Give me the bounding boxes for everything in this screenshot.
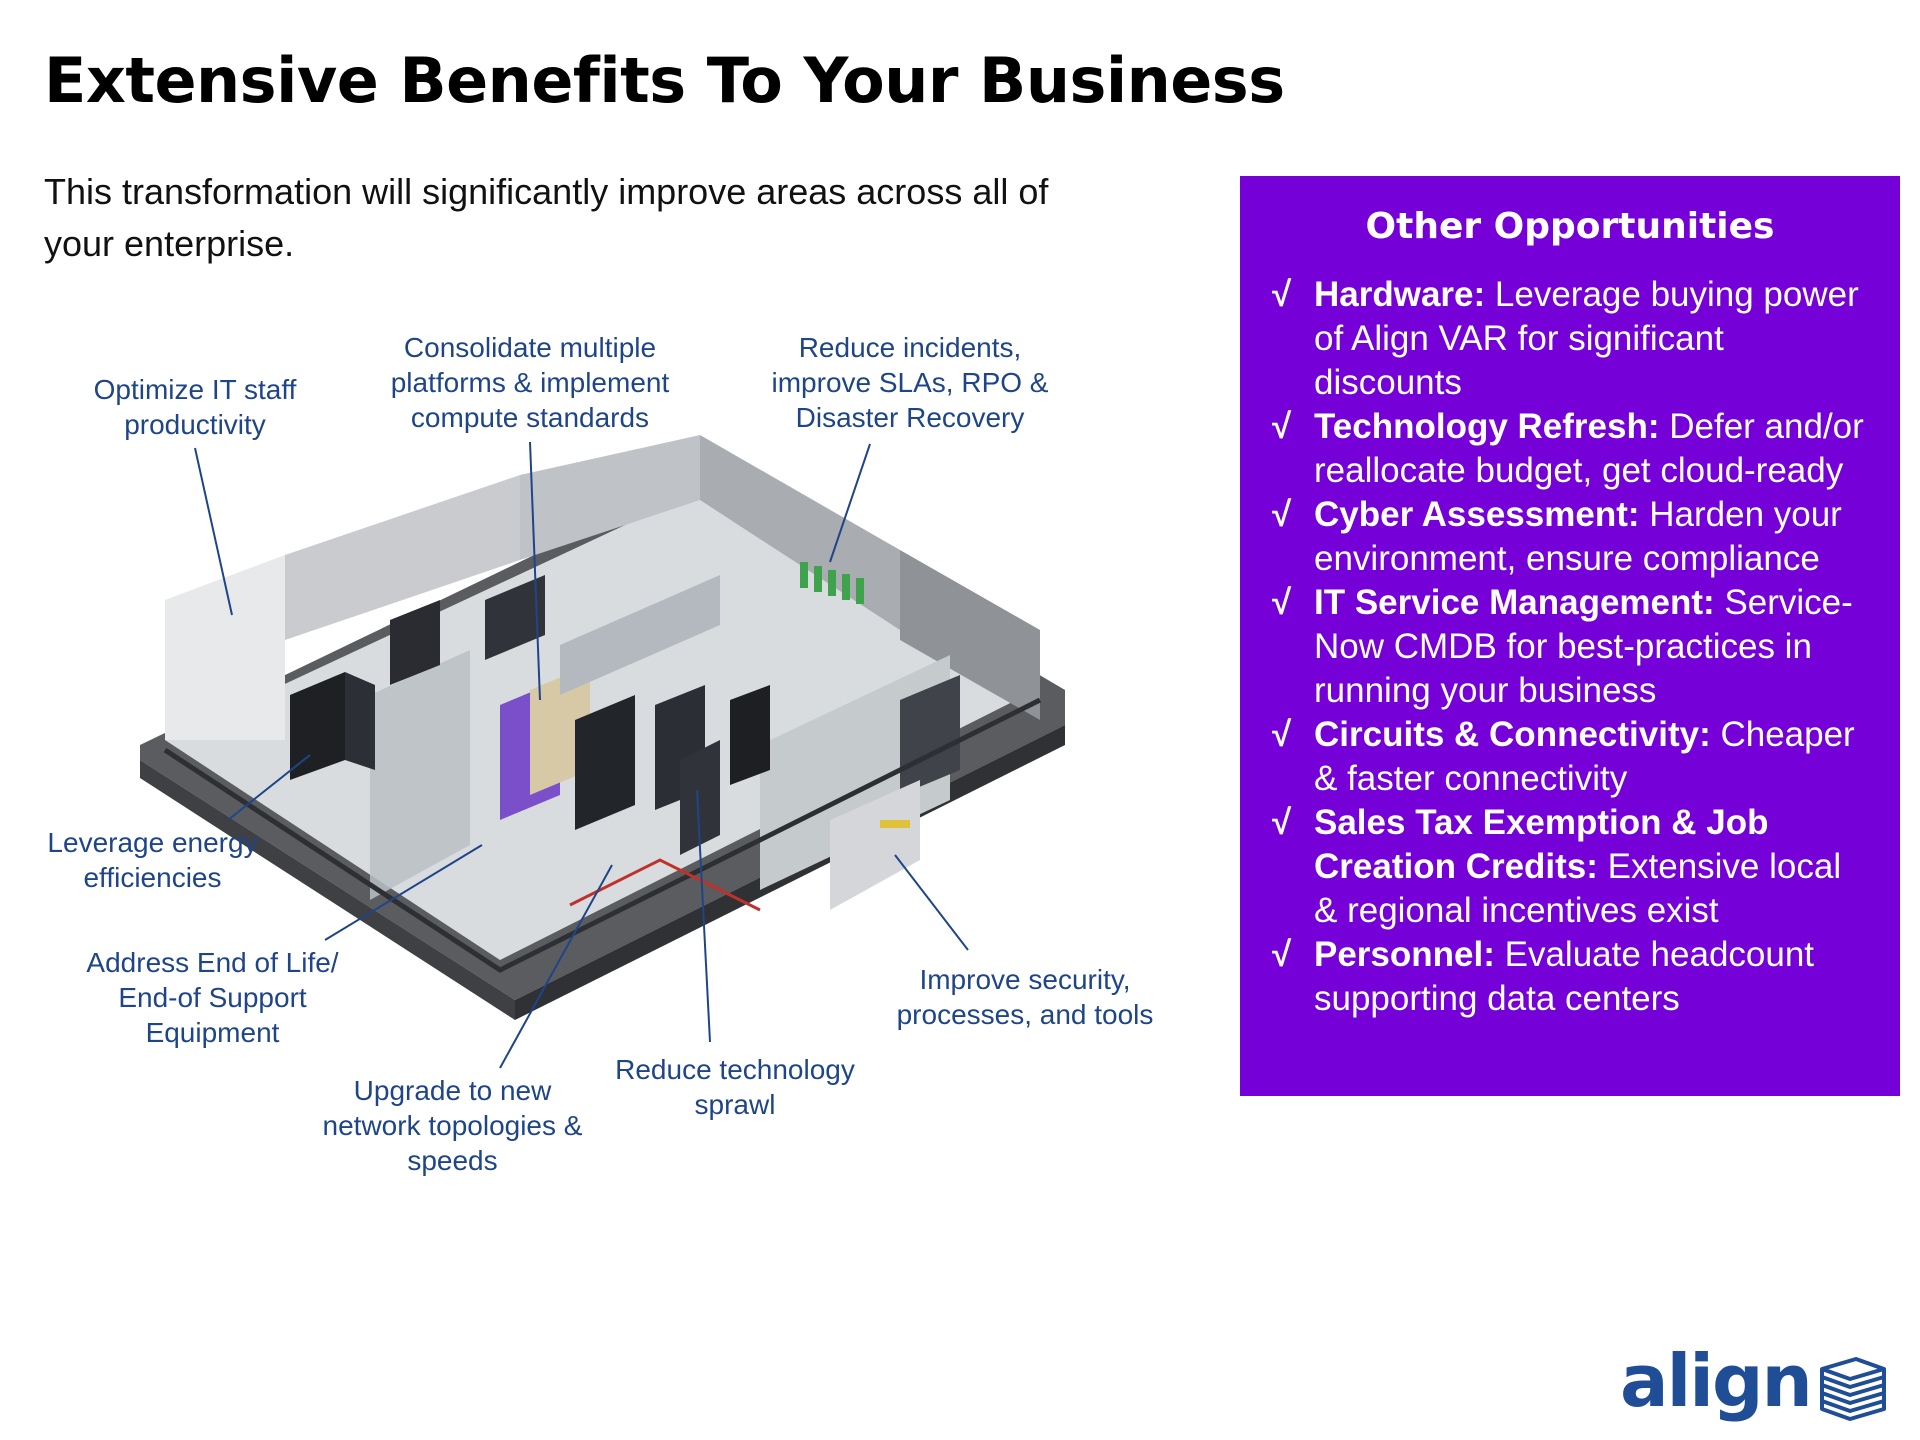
check-icon: √ — [1272, 275, 1292, 314]
data-center-diagram: Optimize IT staff productivity Consolida… — [0, 300, 1200, 1260]
page-subtitle: This transformation will significantly i… — [44, 171, 1049, 264]
opportunity-sales-tax: √ Sales Tax Exemption & Job Creation Cred… — [1272, 801, 1868, 933]
opportunity-cyber-assessment: √ Cyber Assessment: Harden your environme… — [1272, 493, 1868, 581]
fire-suppression-cylinders — [800, 562, 864, 604]
check-icon: √ — [1272, 715, 1292, 754]
other-opportunities-panel: Other Opportunities √ Hardware: Leverage … — [1240, 176, 1900, 1096]
opportunity-text: Service-Now CMDB for best-practices in r… — [1314, 583, 1853, 710]
check-icon: √ — [1272, 935, 1292, 974]
opportunity-circuits-connectivity: √ Circuits & Connectivity: Cheaper & fast… — [1272, 713, 1868, 801]
callout-optimize-staff: Optimize IT staff productivity — [93, 374, 297, 440]
opportunity-text: Harden your environment, ensure complian… — [1314, 495, 1842, 578]
opportunity-technology-refresh: √ Technology Refresh: Defer and/or reallo… — [1272, 405, 1868, 493]
stacked-layers-icon — [1820, 1357, 1886, 1421]
opportunity-text: Extensive local & regional incentives ex… — [1314, 847, 1842, 930]
opportunity-text: Defer and/or reallocate budget, get clou… — [1314, 407, 1864, 490]
opportunity-label: Technology Refresh: — [1314, 407, 1660, 446]
callout-security: Improve security, processes, and tools — [896, 964, 1154, 1030]
opportunity-label: Circuits & Connectivity: — [1314, 715, 1711, 754]
callout-network-upgrade: Upgrade to new network topologies & spee… — [322, 1075, 583, 1176]
callout-leaders — [194, 441, 969, 1069]
server-racks — [290, 575, 960, 855]
opportunity-text: Cheaper & faster connectivity — [1314, 715, 1855, 798]
callout-energy-efficiency: Leverage energy efficiencies — [47, 827, 258, 893]
callout-tech-sprawl: Reduce technology sprawl — [615, 1054, 855, 1120]
check-icon: √ — [1272, 495, 1292, 534]
opportunity-label: IT Service Management: — [1314, 583, 1715, 622]
opportunity-text: Leverage buying power of Align VAR for s… — [1314, 275, 1859, 402]
opportunity-text: Evaluate headcount supporting data cente… — [1314, 935, 1815, 1018]
callout-consolidate-platforms: Consolidate multiple platforms & impleme… — [390, 332, 670, 433]
page-title: Extensive Benefits To Your Business — [44, 44, 1285, 117]
opportunity-it-service-management: √ IT Service Management: Service-Now CMDB… — [1272, 581, 1868, 713]
logo-wordmark: align — [1620, 1339, 1813, 1423]
opportunity-hardware: √ Hardware: Leverage buying power of Alig… — [1272, 273, 1868, 405]
check-icon: √ — [1272, 583, 1292, 622]
opportunity-label: Personnel: — [1314, 935, 1495, 974]
opportunity-label: Sales Tax Exemption & Job Creation Credi… — [1314, 803, 1769, 886]
opportunity-label: Cyber Assessment: — [1314, 495, 1640, 534]
opportunities-title: Other Opportunities — [1365, 206, 1775, 247]
opportunity-label: Hardware: — [1314, 275, 1486, 314]
align-logo: align — [1620, 1339, 1890, 1427]
callout-reduce-incidents: Reduce incidents, improve SLAs, RPO & Di… — [771, 332, 1049, 433]
opportunities-list: √ Hardware: Leverage buying power of Alig… — [1272, 273, 1868, 1021]
opportunity-personnel: √ Personnel: Evaluate headcount supportin… — [1272, 933, 1868, 1021]
callout-end-of-life: Address End of Life/ End-of Support Equi… — [86, 947, 339, 1048]
check-icon: √ — [1272, 407, 1292, 446]
check-icon: √ — [1272, 803, 1292, 842]
data-center-illustration — [140, 435, 1065, 1069]
